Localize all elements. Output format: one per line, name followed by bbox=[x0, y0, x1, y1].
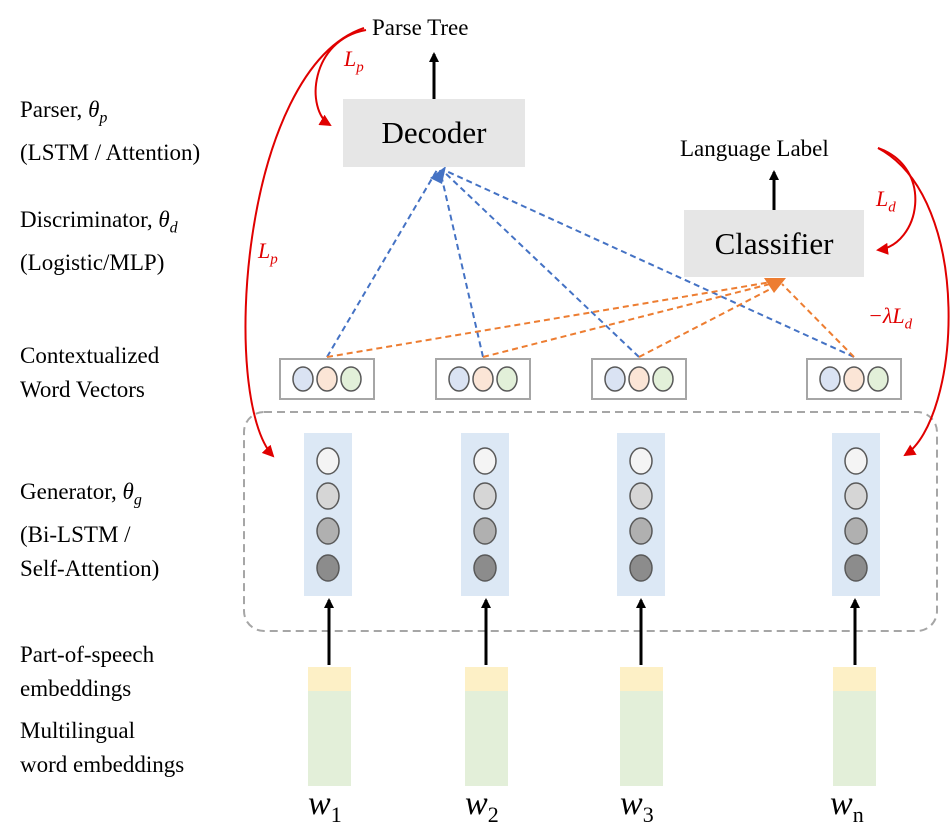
generator-neuron-1-4 bbox=[316, 554, 340, 582]
generator-neuron-2-4 bbox=[473, 554, 497, 582]
generator-neuron-3-3 bbox=[629, 517, 653, 545]
generator-neuron-3-2 bbox=[629, 482, 653, 510]
context-vector-1-dim-1 bbox=[292, 366, 314, 392]
loss-ld: Ld bbox=[876, 186, 896, 216]
pos-embedding-3 bbox=[620, 667, 663, 691]
word-token-2: w2 bbox=[465, 785, 499, 827]
link-vecn-decoder bbox=[443, 169, 855, 358]
discriminator-label: Discriminator, θd (Logistic/MLP) bbox=[20, 207, 178, 275]
loss-neg-lambda-ld: −λLd bbox=[868, 303, 913, 333]
word-embedding-2 bbox=[465, 691, 508, 786]
classifier-label: Classifier bbox=[714, 225, 834, 261]
pos-embedding-2 bbox=[465, 667, 508, 691]
generator-neuron-1-2 bbox=[316, 482, 340, 510]
generator-neuron-2-3 bbox=[473, 517, 497, 545]
multilingual-embeddings-label: Multilingual word embeddings bbox=[20, 718, 185, 777]
word-token-1: w1 bbox=[308, 785, 342, 827]
classifier-arrowhead bbox=[764, 278, 786, 293]
context-vector-4-dim-2 bbox=[843, 366, 865, 392]
word-embedding-3 bbox=[620, 691, 663, 786]
pos-embedding-n bbox=[833, 667, 876, 691]
generator-group-boundary bbox=[243, 411, 938, 632]
generator-neuron-1-3 bbox=[316, 517, 340, 545]
pos-embeddings-label: Part-of-speech embeddings bbox=[20, 642, 155, 701]
loss-arrow-neg-ld-generator bbox=[877, 147, 950, 457]
generator-columns bbox=[304, 433, 880, 596]
generator-neuron-2-1 bbox=[473, 447, 497, 475]
link-vec2-classifier bbox=[482, 281, 779, 358]
generator-neuron-3-4 bbox=[629, 554, 653, 582]
link-vec2-decoder bbox=[439, 169, 484, 358]
context-vector-1-dim-2 bbox=[316, 366, 338, 392]
decoder-label: Decoder bbox=[381, 115, 487, 150]
word-embedding-n bbox=[833, 691, 876, 786]
generator-neuron-2-2 bbox=[473, 482, 497, 510]
context-vector-3-dim-2 bbox=[628, 366, 650, 392]
generator-neurons bbox=[316, 447, 868, 582]
link-vec1-decoder bbox=[326, 169, 438, 358]
context-vector-1-dim-3 bbox=[340, 366, 362, 392]
embedding-columns bbox=[308, 667, 876, 786]
classifier-box: Classifier bbox=[684, 210, 864, 277]
loss-lp-top: Lp bbox=[344, 46, 364, 76]
decoder-box: Decoder bbox=[343, 99, 525, 167]
language-label-text: Language Label bbox=[680, 136, 829, 161]
context-vector-4-dim-1 bbox=[819, 366, 841, 392]
link-vec3-classifier bbox=[638, 283, 781, 358]
word-token-n: wn bbox=[830, 785, 864, 827]
generator-neuron-4-2 bbox=[844, 482, 868, 510]
generator-neuron-4-1 bbox=[844, 447, 868, 475]
context-vector-3-dim-1 bbox=[604, 366, 626, 392]
generator-neuron-1-1 bbox=[316, 447, 340, 475]
parse-tree-label: Parse Tree bbox=[372, 15, 469, 40]
generator-neuron-3-1 bbox=[629, 447, 653, 475]
loss-lp-side: Lp bbox=[258, 238, 278, 268]
contextualized-vectors bbox=[279, 358, 902, 400]
pos-embedding-1 bbox=[308, 667, 351, 691]
loss-arrow-lp-generator bbox=[244, 27, 365, 458]
loss-arrow-ld-classifier bbox=[876, 147, 917, 255]
context-vector-2-dim-1 bbox=[448, 366, 470, 392]
link-vec1-classifier bbox=[326, 280, 778, 358]
context-vector-2-dim-3 bbox=[496, 366, 518, 392]
link-vecn-classifier bbox=[781, 283, 855, 358]
word-token-3: w3 bbox=[620, 785, 654, 827]
parser-label: Parser, θp (LSTM / Attention) bbox=[20, 97, 201, 165]
context-vector-dims bbox=[292, 366, 889, 392]
context-vector-3-dim-3 bbox=[652, 366, 674, 392]
context-vector-4-dim-3 bbox=[867, 366, 889, 392]
word-embedding-1 bbox=[308, 691, 351, 786]
link-vec3-decoder bbox=[441, 169, 640, 358]
generator-neuron-4-4 bbox=[844, 554, 868, 582]
decoder-arrowhead bbox=[430, 166, 446, 184]
generator-neuron-4-3 bbox=[844, 517, 868, 545]
context-vector-2-dim-2 bbox=[472, 366, 494, 392]
generator-label: Generator, θg (Bi-LSTM / Self-Attention) bbox=[20, 479, 160, 581]
contextualized-label: Contextualized Word Vectors bbox=[20, 343, 160, 402]
